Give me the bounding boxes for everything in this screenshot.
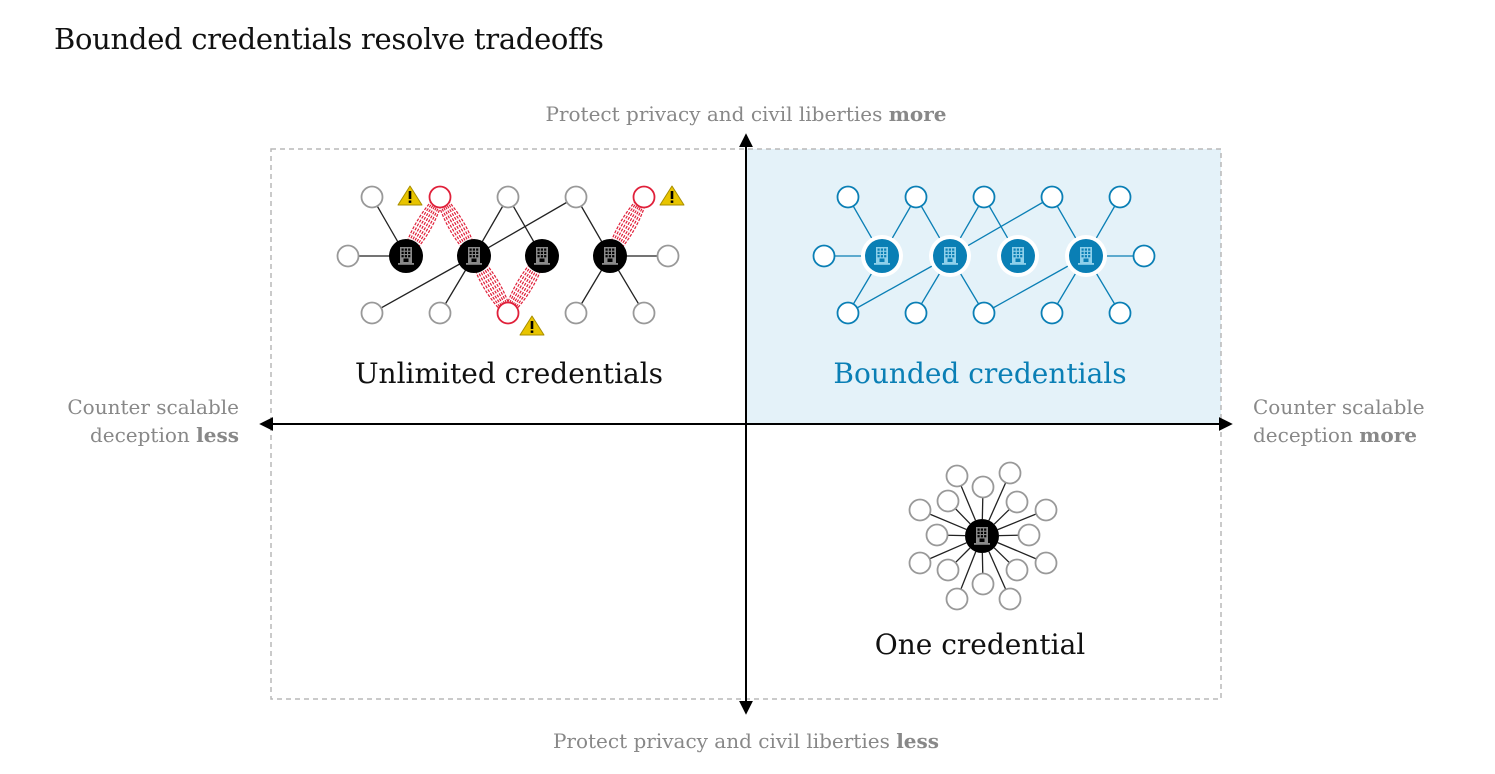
person-node (836, 185, 860, 209)
connection-line (997, 542, 1038, 560)
connection-line (954, 547, 971, 564)
person-node (971, 572, 995, 596)
person-node (925, 523, 949, 547)
person-node (945, 464, 969, 488)
person-node (812, 244, 836, 268)
person-node (1040, 185, 1064, 209)
warning-icon (659, 185, 685, 206)
person-node (360, 301, 384, 325)
building-icon (942, 247, 958, 265)
warning-icon (519, 315, 545, 336)
page-title: Bounded credentials resolve tradeoffs (54, 22, 604, 56)
unlimited-credentials-network (336, 185, 685, 336)
compromised-person-node (632, 185, 656, 209)
person-node (836, 301, 860, 325)
person-node (945, 587, 969, 611)
person-node (1017, 523, 1041, 547)
organization-node (929, 235, 971, 277)
person-node (971, 475, 995, 499)
person-node (972, 301, 996, 325)
person-node (656, 244, 680, 268)
person-node (564, 185, 588, 209)
person-node (632, 301, 656, 325)
connection-line (928, 542, 967, 560)
person-node (904, 301, 928, 325)
person-node (564, 301, 588, 325)
connection-line (997, 513, 1037, 531)
person-node (1040, 301, 1064, 325)
organization-node (1065, 235, 1107, 277)
connection-line (960, 551, 977, 590)
person-node (936, 558, 960, 582)
bounded-credentials-network (812, 185, 1156, 325)
person-node (904, 185, 928, 209)
connection-line (928, 513, 967, 531)
person-node (908, 498, 932, 522)
person-node (936, 489, 960, 513)
quadrant-label-unlimited: Unlimited credentials (355, 357, 663, 390)
axis-label-top: Protect privacy and civil liberties more (545, 102, 946, 126)
person-node (1108, 185, 1132, 209)
person-node (360, 185, 384, 209)
organization-node (861, 235, 903, 277)
building-icon (1078, 247, 1094, 265)
person-node (336, 244, 360, 268)
organization-node (389, 239, 423, 273)
person-node (908, 551, 932, 575)
organization-node (525, 239, 559, 273)
organization-node (457, 239, 491, 273)
connection-line (954, 507, 971, 525)
person-node (998, 587, 1022, 611)
quadrant-label-one: One credential (875, 628, 1086, 661)
compromised-person-node (496, 301, 520, 325)
axis-label-right: Counter scalable (1253, 395, 1425, 419)
warning-icon (397, 185, 423, 206)
person-node (496, 185, 520, 209)
connection-line (988, 481, 1007, 521)
quadrant-label-bounded: Bounded credentials (833, 357, 1126, 390)
axis-label-bottom: Protect privacy and civil liberties less (553, 729, 939, 753)
building-icon (398, 247, 414, 265)
person-node (428, 301, 452, 325)
axis-label-left: Counter scalable (67, 395, 239, 419)
connection-line (371, 255, 475, 314)
person-node (998, 461, 1022, 485)
building-icon (534, 247, 550, 265)
building-icon (466, 247, 482, 265)
organization-node (965, 519, 999, 553)
person-node (1034, 498, 1058, 522)
person-node (972, 185, 996, 209)
building-icon (874, 247, 890, 265)
one-credential-network (908, 461, 1058, 611)
organization-node (593, 239, 627, 273)
person-node (1132, 244, 1156, 268)
connection-line (988, 551, 1007, 591)
building-icon (602, 247, 618, 265)
connection-line (960, 484, 977, 521)
person-node (1005, 558, 1029, 582)
connection-line (993, 508, 1011, 525)
compromised-person-node (428, 185, 452, 209)
person-node (1005, 490, 1029, 514)
organization-node (997, 235, 1039, 277)
axis-label-left-2: deception less (90, 423, 239, 447)
person-node (1034, 551, 1058, 575)
building-icon (974, 527, 990, 545)
person-node (1108, 301, 1132, 325)
connection-line (993, 547, 1011, 564)
building-icon (1010, 247, 1026, 265)
axis-label-right-2: deception more (1253, 423, 1417, 447)
